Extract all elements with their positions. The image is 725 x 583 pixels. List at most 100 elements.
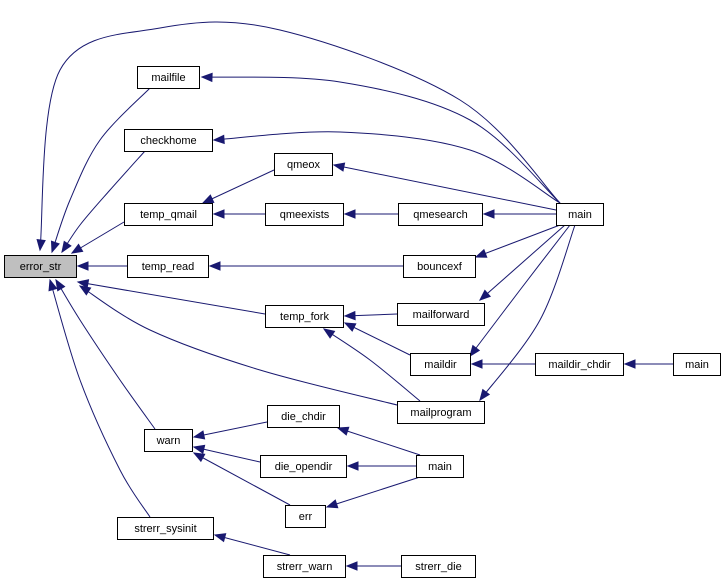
edge-die_chdir-to-warn — [192, 421, 268, 440]
node-error-str[interactable]: error_str — [4, 255, 77, 278]
node-label: warn — [156, 435, 181, 447]
node-strerr-sysinit[interactable]: strerr_sysinit — [117, 517, 214, 540]
edge-arrowhead — [55, 278, 66, 292]
node-qmeexists[interactable]: qmeexists — [265, 203, 344, 226]
edge-main_a-to-maildir — [469, 224, 571, 358]
edge-arrowhead — [343, 322, 357, 332]
node-die-opendir[interactable]: die_opendir — [260, 455, 347, 478]
edge-main_c-to-err — [325, 476, 421, 509]
node-box[interactable] — [285, 505, 326, 528]
node-strerr-die[interactable]: strerr_die — [401, 555, 476, 578]
edge-arrowhead — [343, 209, 356, 219]
edge-arrowhead — [213, 533, 227, 543]
node-label: maildir_chdir — [548, 359, 611, 371]
edge-line — [61, 150, 146, 253]
node-die-chdir[interactable]: die_chdir — [267, 405, 340, 428]
edge-maildir-to-temp_fork — [343, 322, 411, 356]
node-box[interactable] — [397, 303, 485, 326]
edge-arrowhead — [470, 359, 483, 369]
edge-line — [55, 279, 156, 430]
edge-main_a-to-mailfile — [200, 72, 561, 204]
node-box[interactable] — [265, 305, 344, 328]
edge-arrowhead — [192, 430, 206, 440]
node-label: mailprogram — [410, 407, 471, 419]
node-temp-fork[interactable]: temp_fork — [265, 305, 344, 328]
edge-main_a-to-qmesearch — [482, 209, 556, 219]
node-qmesearch[interactable]: qmesearch — [398, 203, 483, 226]
edge-arrowhead — [36, 239, 46, 252]
edge-arrowhead — [345, 561, 358, 571]
node-box[interactable] — [556, 203, 604, 226]
node-label: qmesearch — [413, 209, 467, 221]
edge-arrowhead — [192, 452, 206, 463]
node-box[interactable] — [397, 401, 485, 424]
node-box[interactable] — [124, 203, 213, 226]
node-box[interactable] — [117, 517, 214, 540]
node-label: strerr_sysinit — [134, 523, 196, 535]
node-maildir-chdir[interactable]: maildir_chdir — [535, 353, 624, 376]
node-box[interactable] — [144, 429, 193, 452]
node-qmeox[interactable]: qmeox — [274, 153, 333, 176]
node-label: checkhome — [140, 135, 196, 147]
node-mailfile[interactable]: mailfile — [137, 66, 200, 89]
edge-strerr_sysinit-to-error_str — [48, 278, 151, 518]
edge-main_c-to-die_opendir — [346, 461, 416, 471]
node-box[interactable] — [265, 203, 344, 226]
edge-arrowhead — [469, 344, 481, 358]
graph-nodes: error_str mailfile checkhome temp_qmailtemp… — [4, 66, 721, 578]
node-box[interactable] — [127, 255, 209, 278]
node-box[interactable] — [274, 153, 333, 176]
node-box[interactable] — [263, 555, 346, 578]
edge-arrowhead — [474, 248, 488, 258]
edge-line — [193, 446, 261, 463]
edge-line — [51, 87, 151, 253]
node-box[interactable] — [124, 129, 213, 152]
node-box[interactable] — [535, 353, 624, 376]
edge-main_a-to-error_str — [36, 21, 561, 252]
edge-line — [77, 281, 266, 315]
node-err[interactable]: err — [285, 505, 326, 528]
edge-line — [475, 224, 561, 258]
node-box[interactable] — [403, 255, 476, 278]
node-strerr-warn[interactable]: strerr_warn — [263, 555, 346, 578]
node-box[interactable] — [398, 203, 483, 226]
edge-line — [214, 534, 291, 556]
node-bouncexf[interactable]: bouncexf — [403, 255, 476, 278]
node-label: maildir — [424, 359, 457, 371]
node-box[interactable] — [267, 405, 340, 428]
edge-strerr_die-to-strerr_warn — [345, 561, 401, 571]
edge-line — [337, 427, 421, 456]
node-box[interactable] — [401, 555, 476, 578]
node-mailprogram[interactable]: mailprogram — [397, 401, 485, 424]
edge-arrowhead — [479, 388, 491, 402]
edge-arrowhead — [325, 499, 339, 509]
edge-line — [333, 164, 557, 211]
node-box[interactable] — [260, 455, 347, 478]
node-maildir[interactable]: maildir — [410, 353, 471, 376]
node-main-a[interactable]: main — [556, 203, 604, 226]
edge-arrowhead — [322, 328, 336, 339]
edge-main_b-to-maildir_chdir — [623, 359, 673, 369]
node-label: err — [299, 511, 313, 523]
node-box[interactable] — [416, 455, 464, 478]
node-box[interactable] — [673, 353, 721, 376]
node-temp-qmail[interactable]: temp_qmail — [124, 203, 213, 226]
edge-err-to-warn — [192, 452, 291, 506]
edge-arrowhead — [78, 285, 92, 296]
node-box[interactable] — [4, 255, 77, 278]
node-main-b[interactable]: main — [673, 353, 721, 376]
edge-arrowhead — [50, 240, 60, 254]
node-box[interactable] — [410, 353, 471, 376]
node-box[interactable] — [137, 66, 200, 89]
edge-line — [39, 21, 561, 251]
node-warn[interactable]: warn — [144, 429, 193, 452]
edge-line — [79, 285, 398, 406]
node-mailforward[interactable]: mailforward — [397, 303, 485, 326]
edge-main_a-to-mailprogram — [479, 224, 576, 402]
node-temp-read[interactable]: temp_read — [127, 255, 209, 278]
node-checkhome[interactable]: checkhome — [124, 129, 213, 152]
edge-temp_fork-to-error_str — [76, 279, 266, 315]
edge-maildir_chdir-to-maildir — [470, 359, 535, 369]
node-main-c[interactable]: main — [416, 455, 464, 478]
